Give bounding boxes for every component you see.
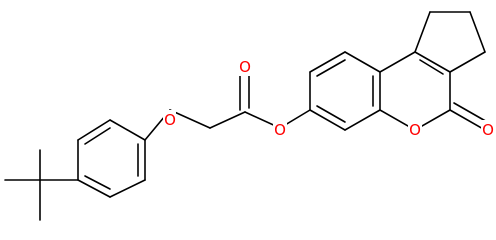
atom-ether-oxygen: O [163,110,176,129]
bond [317,60,345,76]
ether-oxygen-label: O [164,111,176,129]
bond [110,180,145,197]
bond [78,180,110,197]
carbonyl-oxygen-left-label: O [239,58,251,76]
bond [415,52,450,72]
bond [310,52,345,72]
bond [345,52,380,72]
atom-carbonyl-oxygen-left: O [239,58,252,76]
lactone-carbonyl-oxygen-label: O [482,121,494,139]
pyranone-ring [380,52,489,130]
atom-lactone-carbonyl-oxygen: O [481,120,496,139]
ring-oxygen-label: O [409,121,421,139]
atom-ester-oxygen: O [273,120,287,139]
bond [415,12,430,52]
atom-ring-oxygen: O [408,120,422,139]
bond [110,120,145,140]
bond [210,112,245,128]
bond [310,110,345,130]
bond [78,120,110,140]
benzo-ring [310,52,380,130]
bond [85,128,110,144]
ester-oxygen-label: O [274,121,286,139]
bond [380,52,415,72]
bond [317,106,345,122]
molecule-structure: O O O O O [0,0,496,230]
bond [470,12,485,52]
phenyl-ring [78,120,145,197]
bond [85,176,110,189]
tert-butyl-group [5,150,78,220]
bond [450,110,485,130]
bond [345,110,380,130]
bond [450,52,485,72]
